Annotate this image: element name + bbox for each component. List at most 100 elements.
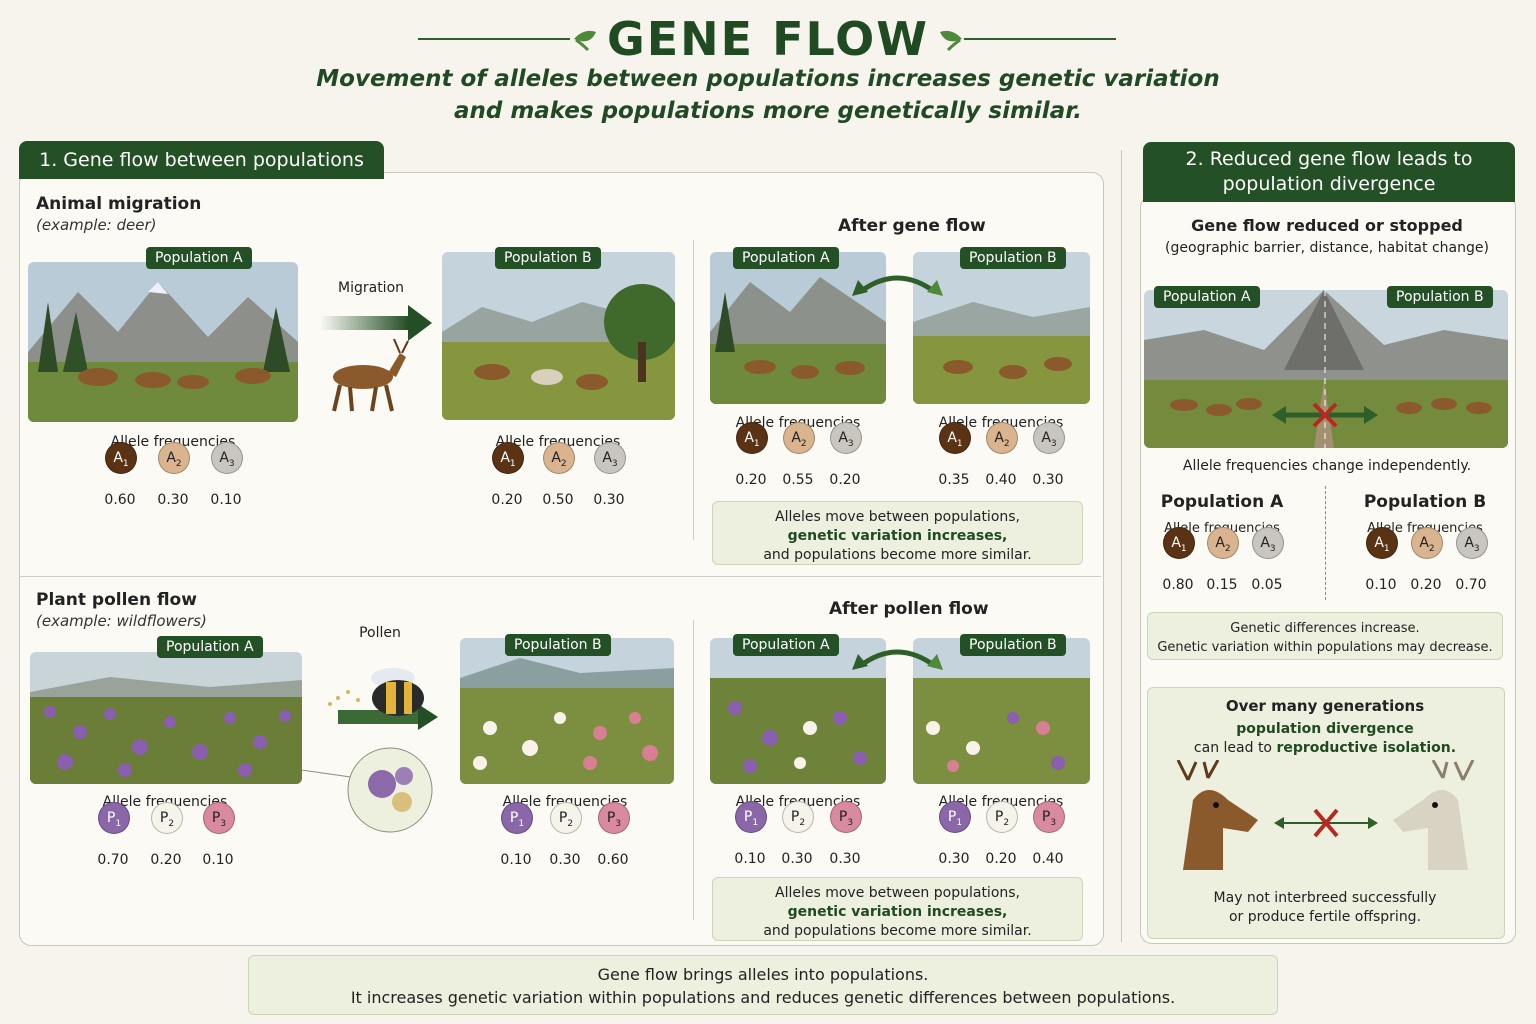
allele-frequency-value: 0.70 bbox=[1455, 577, 1487, 593]
allele-p3-icon: P3 bbox=[598, 802, 630, 834]
generations-line-2: can lead to reproductive isolation. bbox=[1193, 740, 1457, 756]
allele-frequency-value: 0.15 bbox=[1206, 577, 1238, 593]
allele-a1-icon: A1 bbox=[492, 442, 524, 474]
allele-frequency-value: 0.60 bbox=[597, 852, 629, 868]
allele-frequency-value: 0.20 bbox=[491, 492, 523, 508]
pollen-label: Pollen bbox=[359, 625, 401, 641]
allele-frequency-value: 0.10 bbox=[1365, 577, 1397, 593]
footer-summary: Gene flow brings alleles into population… bbox=[248, 955, 1278, 1015]
population-b-badge: Population B bbox=[960, 247, 1066, 269]
allele-a2-icon: A2 bbox=[158, 442, 190, 474]
after-divider-top bbox=[693, 240, 694, 540]
population-a-badge: Population A bbox=[146, 247, 252, 269]
allele-frequency-value: 0.20 bbox=[829, 472, 861, 488]
deer-head-icon bbox=[1393, 760, 1475, 870]
allele-frequency-value: 0.55 bbox=[782, 472, 814, 488]
exchange-arrow-icon bbox=[852, 275, 943, 296]
animal-example: (example: deer) bbox=[36, 216, 157, 234]
allele-p2-icon: P2 bbox=[782, 801, 814, 833]
allele-p3-icon: P3 bbox=[203, 802, 235, 834]
allele-frequency-value: 0.30 bbox=[781, 851, 813, 867]
section-separator bbox=[1121, 150, 1122, 942]
allele-frequency-value: 0.30 bbox=[1032, 472, 1064, 488]
population-a-badge: Population A bbox=[157, 636, 263, 658]
pollen-flow-note: Alleles move between populations, geneti… bbox=[712, 877, 1083, 941]
allele-frequency-value: 0.10 bbox=[210, 492, 242, 508]
allele-frequency-value: 0.30 bbox=[938, 851, 970, 867]
allele-a3-icon: A3 bbox=[211, 442, 243, 474]
allele-frequency-value: 0.20 bbox=[735, 472, 767, 488]
after-pollen-flow-heading: After pollen flow bbox=[829, 599, 989, 619]
plant-example: (example: wildflowers) bbox=[36, 612, 207, 630]
population-b-badge: Population B bbox=[960, 634, 1066, 656]
subtitle-line-1: Movement of alleles between populations … bbox=[316, 66, 1220, 92]
allele-frequency-value: 0.80 bbox=[1162, 577, 1194, 593]
allele-a2-icon: A2 bbox=[986, 422, 1018, 454]
allele-a2-icon: A2 bbox=[1411, 527, 1443, 559]
allele-p3-icon: P3 bbox=[830, 801, 862, 833]
bee-icon bbox=[328, 668, 438, 730]
allele-a1-icon: A1 bbox=[939, 422, 971, 454]
blocked-interbreeding-icon bbox=[1274, 808, 1378, 838]
allele-a1-icon: A1 bbox=[1163, 527, 1195, 559]
population-b-title: Population B bbox=[1363, 492, 1487, 512]
divergence-subheading: (geographic barrier, distance, habitat c… bbox=[1165, 240, 1489, 256]
generations-line-1: population divergence bbox=[1236, 721, 1414, 737]
allele-p3-icon: P3 bbox=[1033, 801, 1065, 833]
allele-a3-icon: A3 bbox=[1033, 422, 1065, 454]
leaf-icon bbox=[574, 30, 596, 52]
divergence-note: Genetic differences increase.Genetic var… bbox=[1147, 612, 1503, 660]
population-b-badge: Population B bbox=[505, 634, 611, 656]
title-rule-left bbox=[418, 38, 570, 40]
allele-a3-icon: A3 bbox=[830, 422, 862, 454]
allele-frequency-value: 0.35 bbox=[938, 472, 970, 488]
animal-heading: Animal migration bbox=[36, 194, 202, 214]
plant-heading: Plant pollen flow bbox=[36, 590, 197, 610]
mountain-barrier-scene bbox=[1144, 290, 1508, 448]
allele-a3-icon: A3 bbox=[594, 442, 626, 474]
section-1-tab: 1. Gene flow between populations bbox=[19, 141, 384, 179]
allele-frequency-value: 0.20 bbox=[150, 852, 182, 868]
allele-frequency-value: 0.10 bbox=[202, 852, 234, 868]
population-a-title: Population A bbox=[1160, 492, 1284, 512]
allele-a2-icon: A2 bbox=[1207, 527, 1239, 559]
allele-frequency-value: 0.10 bbox=[500, 852, 532, 868]
allele-frequency-value: 0.50 bbox=[542, 492, 574, 508]
generations-footnote-2: or produce fertile offspring. bbox=[1228, 909, 1422, 925]
allele-a1-icon: A1 bbox=[105, 442, 137, 474]
deer-scene-after-a bbox=[710, 252, 886, 404]
allele-p1-icon: P1 bbox=[735, 801, 767, 833]
wildflower-scene-population-b bbox=[460, 638, 674, 784]
after-gene-flow-heading: After gene flow bbox=[838, 216, 986, 236]
wildflower-scene-population-a bbox=[30, 652, 302, 784]
allele-frequency-value: 0.60 bbox=[104, 492, 136, 508]
wildflower-scene-after-b bbox=[913, 638, 1090, 784]
allele-frequency-value: 0.30 bbox=[829, 851, 861, 867]
migration-arrow-icon bbox=[320, 305, 432, 341]
title-rule-right bbox=[964, 38, 1116, 40]
pollen-grain-icon bbox=[347, 747, 433, 833]
allele-frequency-value: 0.30 bbox=[157, 492, 189, 508]
allele-frequency-value: 0.30 bbox=[593, 492, 625, 508]
allele-p2-icon: P2 bbox=[151, 802, 183, 834]
population-a-badge: Population A bbox=[733, 247, 839, 269]
subtitle-line-2: and makes populations more genetically s… bbox=[453, 98, 1083, 124]
allele-p2-icon: P2 bbox=[986, 801, 1018, 833]
population-b-badge: Population B bbox=[495, 247, 601, 269]
allele-a1-icon: A1 bbox=[1366, 527, 1398, 559]
allele-a1-icon: A1 bbox=[736, 422, 768, 454]
allele-frequency-value: 0.40 bbox=[985, 472, 1017, 488]
allele-a3-icon: A3 bbox=[1456, 527, 1488, 559]
allele-frequency-value: 0.40 bbox=[1032, 851, 1064, 867]
population-a-badge: Population A bbox=[1154, 286, 1260, 308]
deer-scene-after-b bbox=[913, 252, 1090, 404]
leaf-icon bbox=[940, 30, 962, 52]
allele-frequency-value: 0.70 bbox=[97, 852, 129, 868]
allele-p2-icon: P2 bbox=[550, 802, 582, 834]
population-b-badge: Population B bbox=[1387, 286, 1493, 308]
allele-frequency-value: 0.05 bbox=[1251, 577, 1283, 593]
gene-flow-note: Alleles move between populations, geneti… bbox=[712, 501, 1083, 565]
allele-frequency-value: 0.10 bbox=[734, 851, 766, 867]
allele-p1-icon: P1 bbox=[939, 801, 971, 833]
